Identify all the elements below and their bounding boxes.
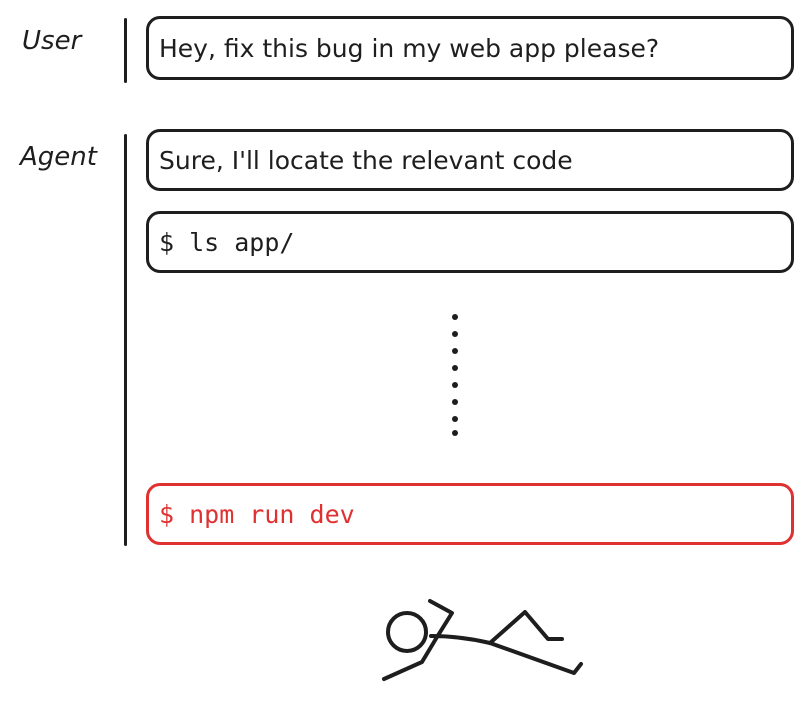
agent-divider [124,134,127,546]
failed-command-box: $ npm run dev [146,483,794,545]
user-label: User [22,26,82,56]
user-message-text: Hey, fix this bug in my web app please? [159,33,660,63]
user-divider [124,18,127,83]
agent-reply-box: Sure, I'll locate the relevant code [146,129,794,191]
command-text: $ ls app/ [159,227,295,257]
agent-reply-text: Sure, I'll locate the relevant code [159,145,573,175]
failed-command-text: $ npm run dev [159,499,355,529]
agent-label: Agent [20,142,97,172]
user-message-box: Hey, fix this bug in my web app please? [146,16,794,80]
command-box: $ ls app/ [146,211,794,273]
